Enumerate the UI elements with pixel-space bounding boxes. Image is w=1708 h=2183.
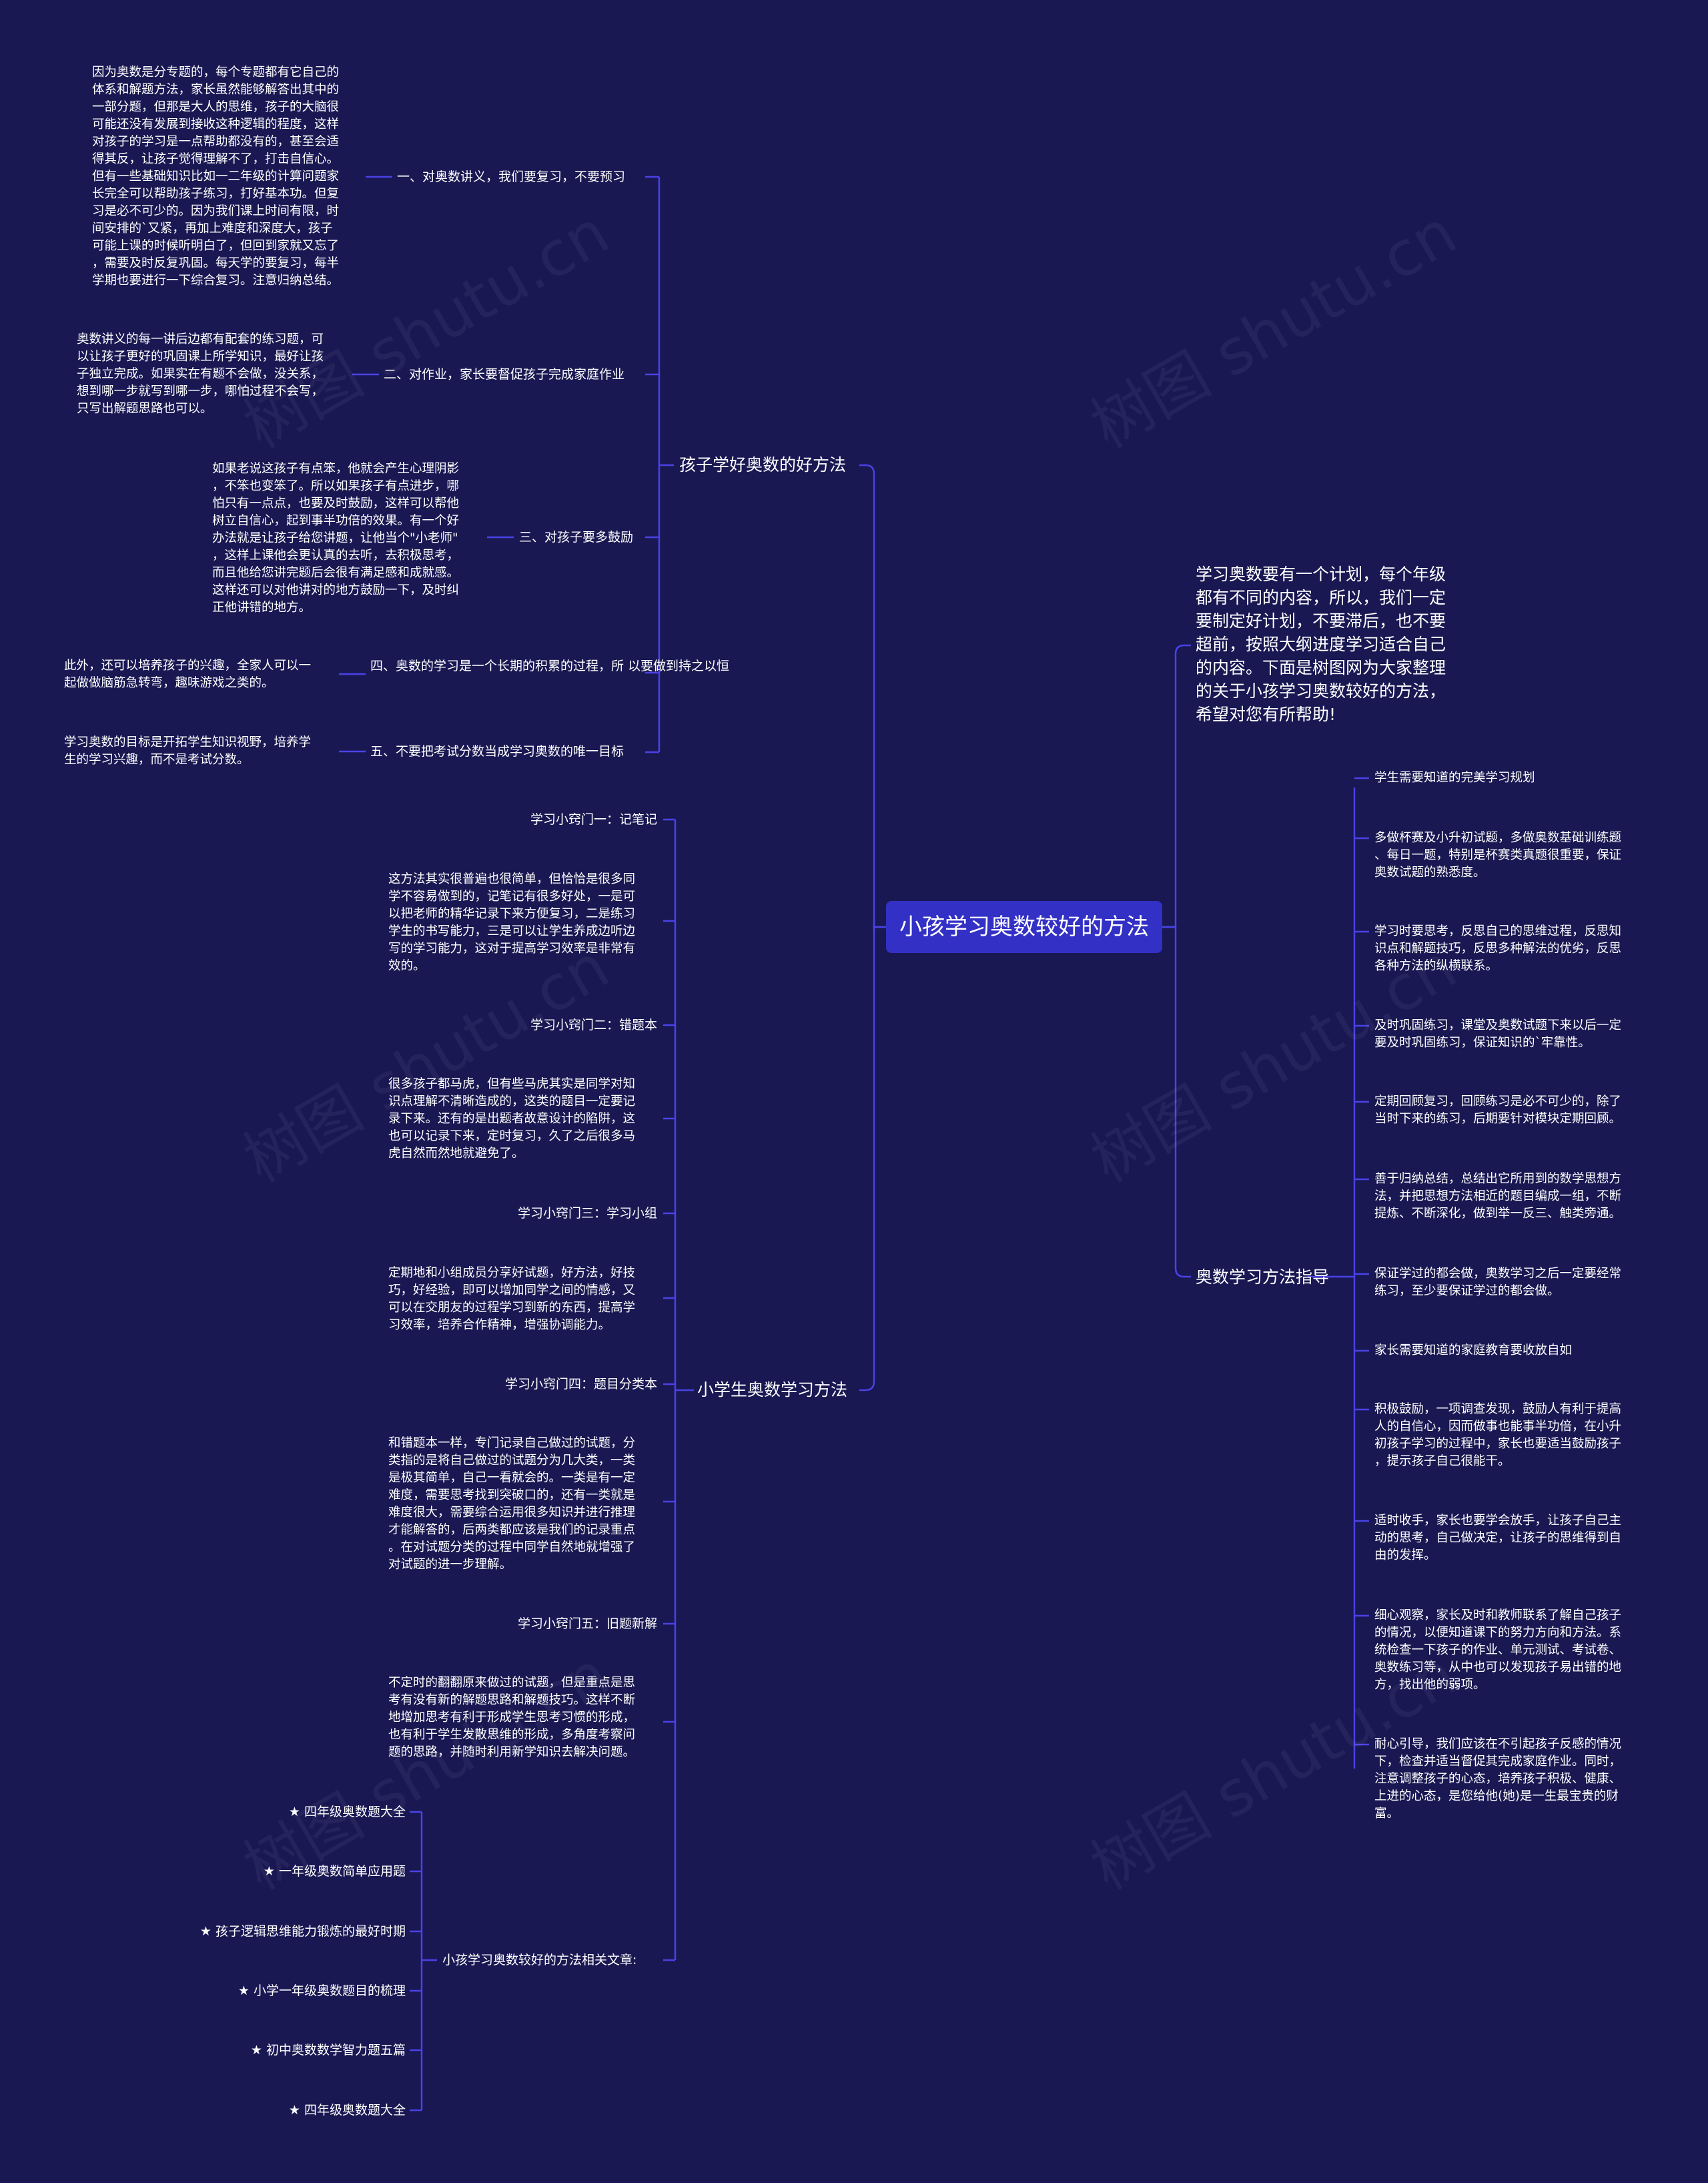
root-topic[interactable]: 小孩学习奥数较好的方法	[886, 901, 1162, 953]
good-method-detail: 学习奥数的目标是开拓学生知识视野，培养学 生的学习兴趣，而不是考试分数。	[64, 735, 312, 767]
good-method-detail: 因为奥数是分专题的，每个专题都有它自己的 体系和解题方法，家长虽然能够解答出其中…	[92, 65, 340, 288]
connector-root-good-methods	[859, 464, 886, 928]
good-method-detail: 如果老说这孩子有点笨，他就会产生心理阴影 ，不笨也变笨了。所以如果孩子有点进步，…	[212, 462, 460, 615]
related-article-link[interactable]: ★ 一年级奥数简单应用题	[263, 1864, 406, 1879]
good-method-label[interactable]: 五、不要把考试分数当成学习奥数的唯一目标	[370, 744, 624, 759]
intro-text: 学习奥数要有一个计划，每个年级 都有不同的内容，所以，我们一定 要制定好计划，不…	[1196, 565, 1446, 724]
guidance-item[interactable]: 学生需要知道的完美学习规划	[1374, 771, 1535, 785]
study-tip-detail: 定期地和小组成员分享好试题，好方法，好技 巧，好经验，即可以增加同学之间的情感，…	[388, 1266, 636, 1332]
guidance-item[interactable]: 善于归纳总结，总结出它所用到的数学思想方 法，并把思想方法相近的题目编成一组，不…	[1374, 1172, 1622, 1221]
guidance-item[interactable]: 学习时要思考，反思自己的思维过程，反思知 识点和解题技巧，反思多种解法的优劣，反…	[1374, 924, 1622, 973]
related-article-link[interactable]: ★ 四年级奥数题大全	[288, 1805, 406, 1819]
guidance-item[interactable]: 耐心引导，我们应该在不引起孩子反感的情况 下，检查并适当督促其完成家庭作业。同时…	[1374, 1737, 1622, 1821]
connector-root-guidance	[1162, 926, 1191, 1278]
good-method-label[interactable]: 二、对作业，家长要督促孩子完成家庭作业	[384, 367, 625, 382]
branch-guidance[interactable]: 奥数学习方法指导	[1196, 1267, 1330, 1287]
guidance-item[interactable]: 定期回顾复习，回顾练习是必不可少的，除了 当时下来的练习，后期要针对模块定期回顾…	[1374, 1095, 1622, 1126]
good-method-detail: 此外，还可以培养孩子的兴趣，全家人可以一 起做做脑筋急转弯，趣味游戏之类的。	[64, 659, 312, 690]
study-tip-label[interactable]: 学习小窍门一：记笔记	[530, 812, 657, 827]
study-tip-detail: 很多孩子都马虎，但有些马虎其实是同学对知 识点理解不清晰造成的，这类的题目一定要…	[388, 1077, 636, 1161]
guidance-item[interactable]: 多做杯赛及小升初试题，多做奥数基础训练题 、每日一题，特别是杯赛类真题很重要，保…	[1374, 831, 1622, 880]
branch-good-methods[interactable]: 孩子学好奥数的好方法	[679, 455, 847, 475]
guidance-item[interactable]: 适时收手，家长也要学会放手，让孩子自己主 动的思考，自己做决定，让孩子的思维得到…	[1374, 1514, 1622, 1562]
study-tip-detail: 这方法其实很普遍也很简单，但恰恰是很多同 学不容易做到的，记笔记有很多好处，一是…	[388, 872, 636, 973]
good-method-label[interactable]: 一、对奥数讲义，我们要复习，不要预习	[397, 170, 626, 184]
related-article-link[interactable]: ★ 四年级奥数题大全	[288, 2103, 406, 2118]
guidance-item[interactable]: 细心观察，家长及时和教师联系了解自己孩子 的情况，以便知道课下的努力方向和方法。…	[1374, 1608, 1622, 1692]
guidance-item[interactable]: 及时巩固练习，课堂及奥数试题下来以后一定 要及时巩固练习，保证知识的`牢靠性。	[1374, 1018, 1622, 1050]
good-method-label[interactable]: 四、奥数的学习是一个长期的积累的过程，所 以要做到持之以恒	[370, 659, 730, 673]
study-tip-label[interactable]: 学习小窍门二：错题本	[530, 1018, 657, 1032]
study-tip-label[interactable]: 学习小窍门五：旧题新解	[517, 1616, 657, 1631]
related-article-link[interactable]: ★ 初中奥数数学智力题五篇	[250, 2043, 406, 2058]
study-tip-detail: 和错题本一样，专门记录自己做过的试题，分 类指的是将自己做过的试题分为几大类，一…	[388, 1436, 636, 1572]
related-article-link[interactable]: ★ 小学一年级奥数题目的梳理	[238, 1983, 406, 1998]
guidance-item[interactable]: 保证学过的都会做，奥数学习之后一定要经常 练习，至少要保证学过的都会做。	[1374, 1267, 1622, 1298]
guidance-item[interactable]: 家长需要知道的家庭教育要收放自如	[1374, 1343, 1573, 1357]
study-tip-label[interactable]: 学习小窍门三：学习小组	[517, 1206, 657, 1221]
good-method-label[interactable]: 三、对孩子要多鼓励	[519, 530, 634, 545]
related-article-link[interactable]: ★ 孩子逻辑思维能力锻炼的最好时期	[199, 1924, 406, 1939]
branch-study-tips[interactable]: 小学生奥数学习方法	[697, 1380, 848, 1399]
connector-root-study-tips	[859, 926, 886, 1391]
related-articles-title[interactable]: 小孩学习奥数较好的方法相关文章:	[442, 1953, 637, 1967]
study-tip-detail: 不定时的翻翻原来做过的试题，但是重点是思 考有没有新的解题思路和解题技巧。这样不…	[388, 1676, 636, 1759]
connector-root-intro	[1162, 644, 1191, 928]
good-method-detail: 奥数讲义的每一讲后边都有配套的练习题，可 以让孩子更好的巩固课上所学知识，最好让…	[77, 332, 324, 416]
guidance-item[interactable]: 积极鼓励，一项调查发现，鼓励人有利于提高 人的自信心，因而做事也能事半功倍，在小…	[1374, 1402, 1622, 1468]
study-tip-label[interactable]: 学习小窍门四：题目分类本	[504, 1377, 657, 1391]
